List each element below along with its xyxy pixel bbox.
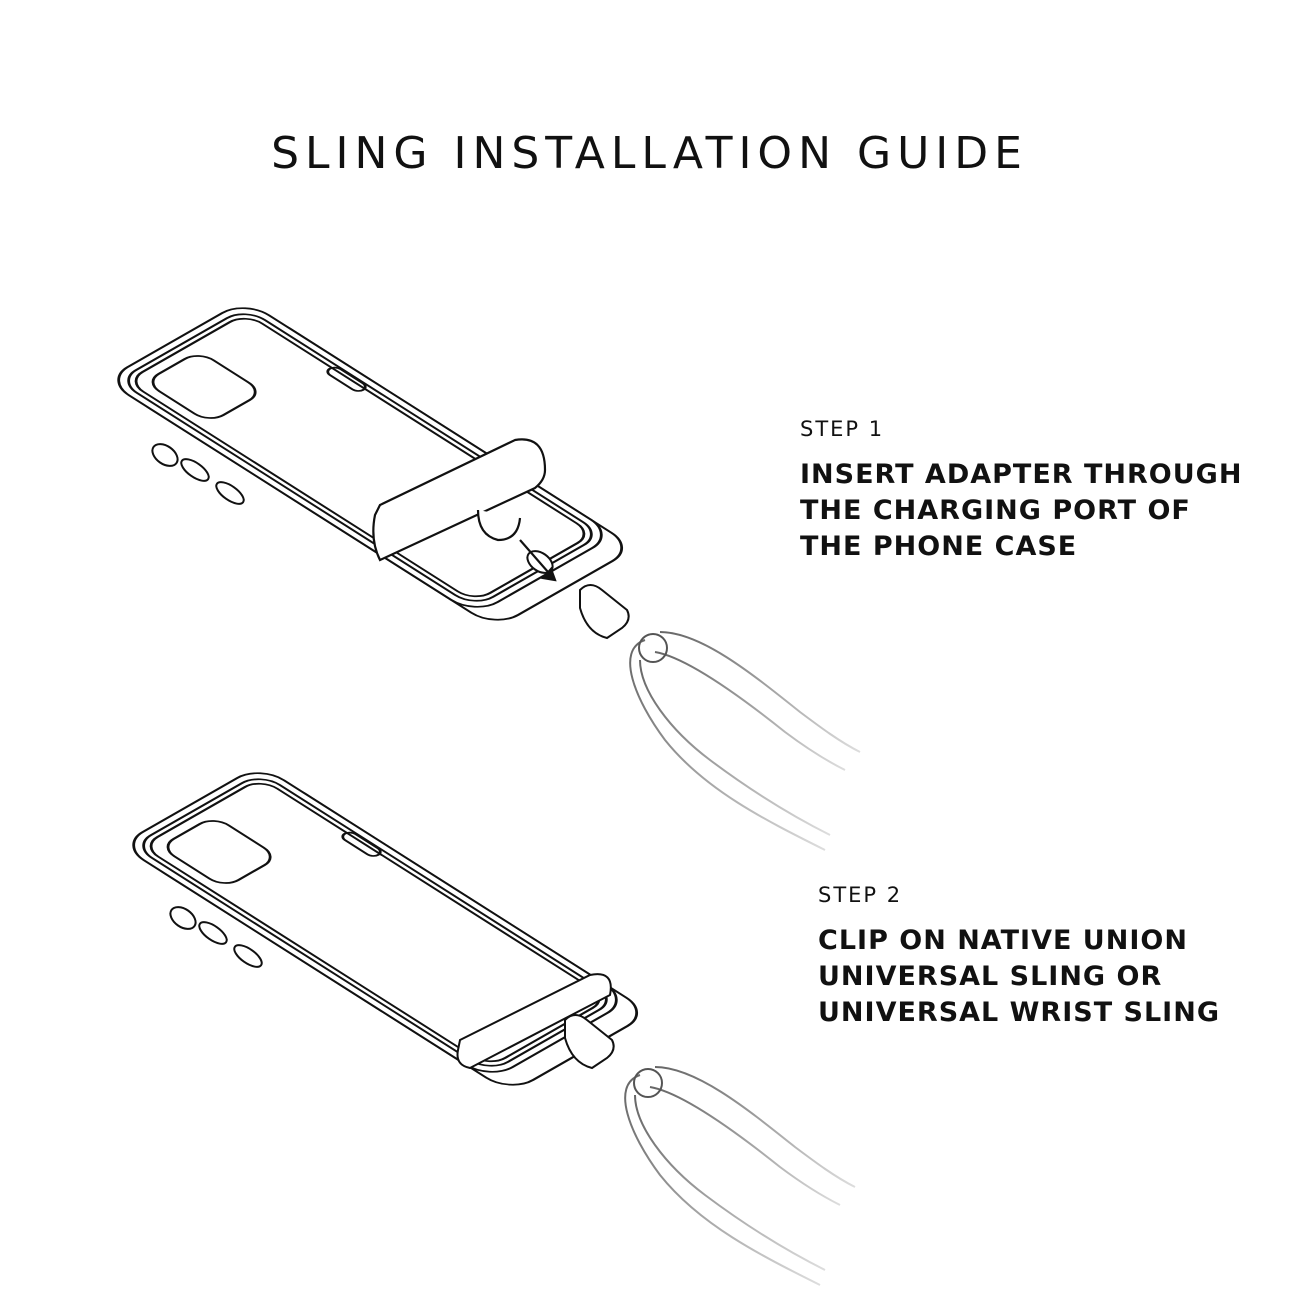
step-1-text: INSERT ADAPTER THROUGH THE CHARGING PORT… — [800, 459, 1243, 562]
step-2-text: CLIP ON NATIVE UNION UNIVERSAL SLING OR … — [818, 925, 1220, 1028]
adapter-installed — [456, 973, 615, 1070]
step-1-label: STEP 1 — [800, 417, 885, 441]
step-1: STEP 1 INSERT ADAPTER THROUGH THE CHARGI… — [800, 417, 1242, 565]
side-buttons-2 — [169, 906, 263, 968]
step-2: STEP 2 CLIP ON NATIVE UNION UNIVERSAL SL… — [818, 883, 1220, 1031]
step-2-label: STEP 2 — [818, 883, 903, 907]
page-title: SLING INSTALLATION GUIDE — [271, 128, 1028, 179]
adapter — [372, 438, 557, 582]
sling-1 — [629, 631, 861, 851]
sling-2 — [624, 1066, 856, 1286]
clip-1 — [579, 584, 630, 640]
